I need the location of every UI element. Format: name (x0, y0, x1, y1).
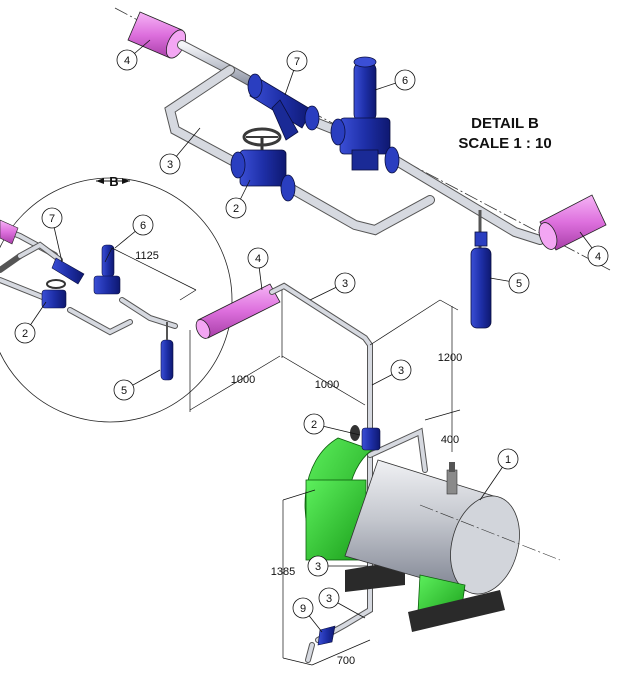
pipe-run (164, 40, 545, 245)
dimension-1000: 1000 (231, 374, 255, 386)
tank (344, 459, 561, 595)
steam-trap (470, 210, 492, 329)
balloon-7: 7 (294, 56, 300, 68)
dimension-1000: 1000 (315, 379, 339, 391)
balloon-6: 6 (140, 220, 146, 232)
gate-valve (350, 425, 381, 451)
balloon-4: 4 (124, 55, 130, 67)
gate-valve (230, 127, 296, 202)
detail-callout-letter: B (109, 174, 118, 189)
balloon-1: 1 (505, 454, 511, 466)
balloon-6: 6 (402, 75, 408, 87)
balloon-4: 4 (595, 251, 601, 263)
balloon-5: 5 (516, 278, 522, 290)
balloon-7: 7 (49, 213, 55, 225)
dimension-700: 700 (337, 655, 355, 667)
detail-b-view: 4 7 6 3 2 4 5 DETAIL B SCALE 1 : 10 (114, 7, 611, 329)
balloon-5: 5 (121, 385, 127, 397)
balloon-3: 3 (398, 365, 404, 377)
balloon-3: 3 (315, 561, 321, 573)
tank-saddle (408, 574, 505, 632)
balloon-9: 9 (300, 603, 306, 615)
dimension-1125: 1125 (135, 250, 159, 262)
balloon-4: 4 (255, 253, 261, 265)
detail-scale: SCALE 1 : 10 (458, 135, 551, 152)
detail-circle: B 1125 (0, 174, 233, 423)
balloon-2: 2 (233, 203, 239, 215)
balloon-3: 3 (342, 278, 348, 290)
tank-saddle (304, 437, 405, 592)
pressure-regulator (330, 56, 400, 174)
insulation-segment (127, 11, 187, 59)
balloon-callouts (116, 39, 609, 294)
balloon-2: 2 (311, 419, 317, 431)
main-assembly: 1000 1000 1200 400 1385 700 4 3 3 2 (189, 247, 561, 667)
balloon-3: 3 (167, 159, 173, 171)
dimension-1200: 1200 (438, 352, 462, 364)
detail-title: DETAIL B (471, 115, 539, 132)
balloon-2: 2 (22, 328, 28, 340)
balloon-3: 3 (326, 593, 332, 605)
insulation-segment (538, 194, 607, 251)
insulation-segment (195, 283, 281, 339)
dimension-1385: 1385 (271, 566, 295, 578)
dimension-400: 400 (441, 434, 459, 446)
y-strainer (247, 73, 320, 141)
dimension-lines (189, 290, 461, 666)
